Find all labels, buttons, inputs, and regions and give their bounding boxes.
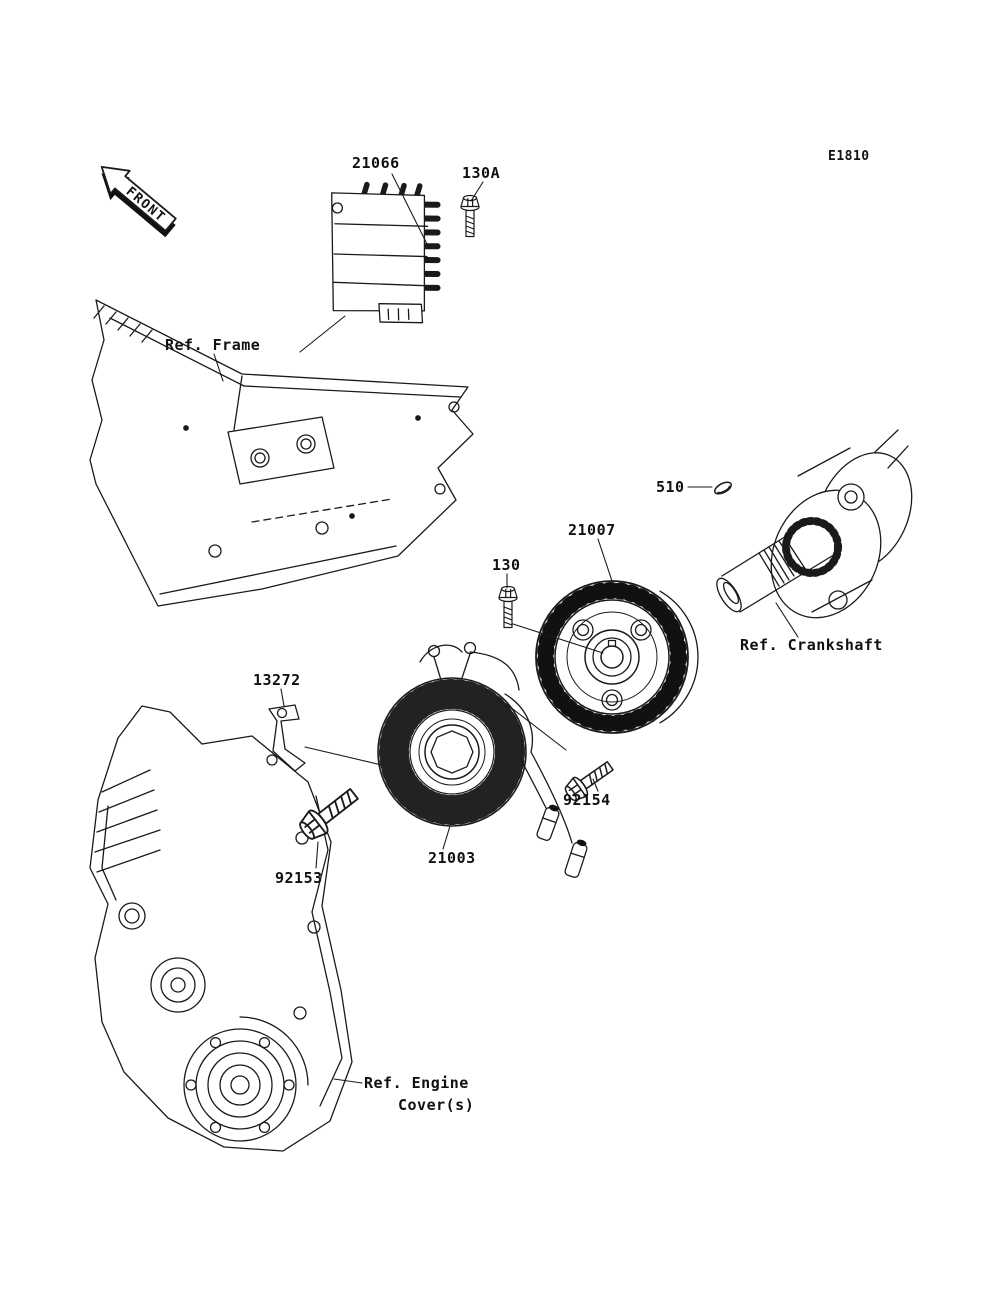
part-label-92153: 92153 [275,869,323,887]
ref-label-engine-cover-line2: Cover(s) [398,1096,474,1114]
stator-21003-drawing [377,641,527,827]
ref-label-crankshaft: Ref. Crankshaft [740,636,883,654]
frame-drawing [89,299,474,607]
pin-510-drawing [714,481,732,495]
bracket-13272-drawing [268,704,306,772]
ref-label-frame: Ref. Frame [165,336,260,354]
drawing-code-label: E1810 [828,149,870,164]
part-label-510: 510 [656,478,685,496]
part-label-13272: 13272 [253,671,301,689]
front-direction-marker: FRONT [100,165,177,238]
crankshaft-drawing [716,429,913,619]
rotor-21007-drawing [535,580,699,734]
stator-wire-harness [469,651,588,878]
part-label-21007: 21007 [568,521,616,539]
regulator-21066-drawing [331,181,441,324]
part-label-21003: 21003 [428,849,476,867]
leader-lines [213,173,799,1084]
bolt-130a-drawing [460,194,480,238]
part-label-21066: 21066 [352,154,400,172]
diagram-labels: E1810 21066 130A Ref. Frame 510 21007 13… [165,149,883,1114]
engine-cover-drawing [89,705,353,1152]
part-label-130a: 130A [462,164,500,182]
part-label-92154: 92154 [563,791,611,809]
bolt-130-drawing [498,585,518,629]
part-label-130: 130 [492,556,521,574]
ref-label-engine-cover-line1: Ref. Engine [364,1074,469,1092]
